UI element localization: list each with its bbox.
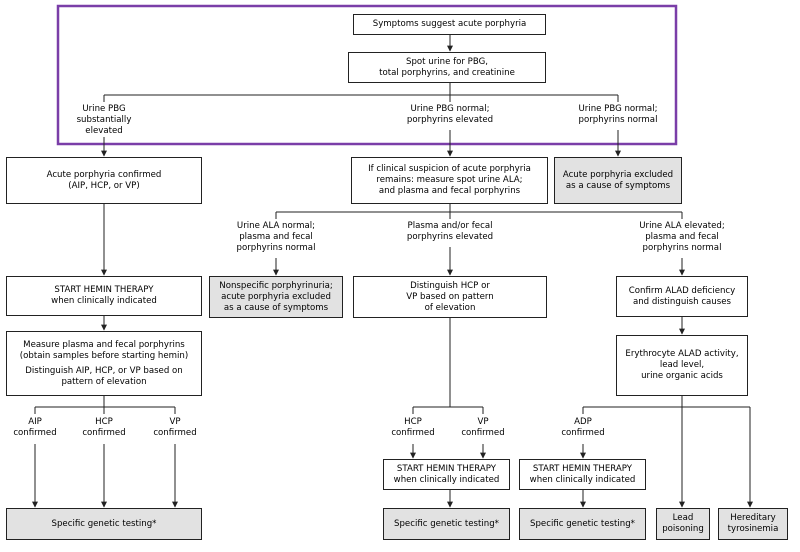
erythrocyte-text: Erythrocyte ALAD activity, lead level, u… [625,349,739,381]
nonspecific-box: Nonspecific porphyrinuria; acute porphyr… [209,276,343,318]
hereditary-tyrosinemia-text: Hereditary tyrosinemia [727,513,779,534]
distinguish-hcp-vp-text: Distinguish HCP or VP based on pattern o… [406,280,494,313]
label-vp-left-confirmed: VP confirmed [153,417,197,438]
spot-urine-box: Spot urine for PBG, total porphyrins, an… [348,52,546,83]
hereditary-tyrosinemia-box: Hereditary tyrosinemia [718,508,788,540]
label-aip-confirmed: AIP confirmed [13,417,57,438]
nonspecific-text: Nonspecific porphyrinuria; acute porphyr… [219,280,333,313]
genetic-testing-right-box: Specific genetic testing* [519,508,646,540]
distinguish-hcp-vp-box: Distinguish HCP or VP based on pattern o… [353,276,547,318]
label-plasma-fecal-elevated: Plasma and/or fecal porphyrins elevated [406,221,494,242]
confirm-alad-box: Confirm ALAD deficiency and distinguish … [616,276,748,317]
start-hemin-left-text: START HEMIN THERAPY when clinically indi… [51,285,157,306]
label-hcp-mid-confirmed: HCP confirmed [391,417,435,438]
excluded-top-box: Acute porphyria excluded as a cause of s… [554,157,682,204]
label-hcp-left-confirmed: HCP confirmed [82,417,126,438]
label-pbg-normal-porphyrins-normal: Urine PBG normal; porphyrins normal [578,104,658,125]
distinguish-aip-text: Distinguish AIP, HCP, or VP based on pat… [25,365,183,387]
label-pbg-normal-porphyrins-elevated: Urine PBG normal; porphyrins elevated [406,104,494,125]
confirmed-text: Acute porphyria confirmed (AIP, HCP, or … [46,169,162,191]
start-hemin-mid-text: START HEMIN THERAPY when clinically indi… [393,463,500,485]
clinical-suspicion-text: If clinical suspicion of acute porphyria… [368,164,531,196]
confirm-alad-text: Confirm ALAD deficiency and distinguish … [628,285,736,307]
label-pbg-elevated: Urine PBG substantially elevated [76,104,132,136]
genetic-testing-left-text: Specific genetic testing* [51,518,157,529]
label-ala-normal: Urine ALA normal; plasma and fecal porph… [236,221,316,253]
measure-plasma-box: Measure plasma and fecal porphyrins (obt… [6,331,202,396]
label-vp-mid-confirmed: VP confirmed [461,417,505,438]
genetic-testing-mid-text: Specific genetic testing* [394,518,499,529]
start-hemin-mid-box: START HEMIN THERAPY when clinically indi… [383,459,510,490]
genetic-testing-mid-box: Specific genetic testing* [383,508,510,540]
spot-urine-text: Spot urine for PBG, total porphyrins, an… [379,56,515,78]
start-hemin-right-text: START HEMIN THERAPY when clinically indi… [529,463,636,485]
start-hemin-left-box: START HEMIN THERAPY when clinically indi… [6,276,202,316]
start-hemin-right-box: START HEMIN THERAPY when clinically indi… [519,459,646,490]
highlight-frame [56,4,678,146]
genetic-testing-left-box: Specific genetic testing* [6,508,202,540]
label-adp-confirmed: ADP confirmed [561,417,605,438]
lead-poisoning-text: Lead poisoning [662,513,704,534]
excluded-top-text: Acute porphyria excluded as a cause of s… [562,169,674,191]
measure-plasma-text: Measure plasma and fecal porphyrins (obt… [19,339,189,361]
clinical-suspicion-box: If clinical suspicion of acute porphyria… [351,157,548,204]
symptoms-text: Symptoms suggest acute porphyria [372,19,527,29]
confirmed-box: Acute porphyria confirmed (AIP, HCP, or … [6,157,202,204]
erythrocyte-box: Erythrocyte ALAD activity, lead level, u… [616,335,748,396]
genetic-testing-right-text: Specific genetic testing* [530,518,635,529]
symptoms-box: Symptoms suggest acute porphyria [353,14,546,35]
label-ala-elevated: Urine ALA elevated; plasma and fecal por… [639,221,725,253]
lead-poisoning-box: Lead poisoning [656,508,710,540]
